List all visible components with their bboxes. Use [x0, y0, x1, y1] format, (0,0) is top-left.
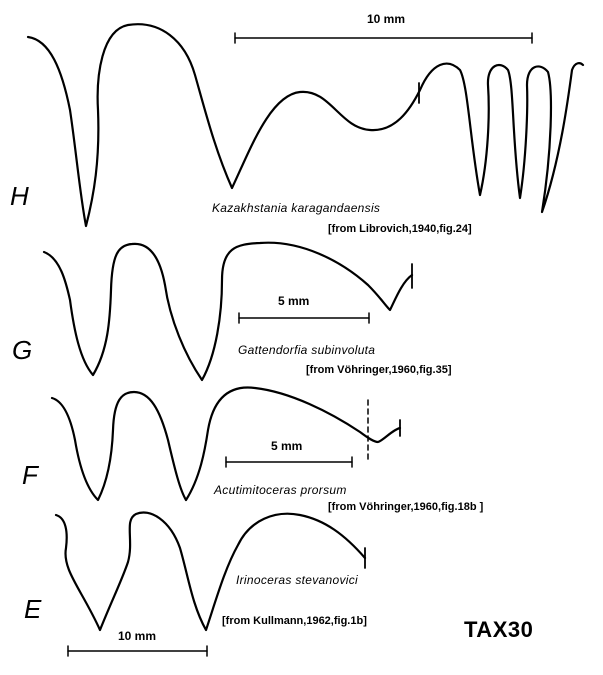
species-name-f: Acutimitoceras prorsum	[214, 483, 347, 497]
source-citation-f: [from Vöhringer,1960,fig.18b ]	[328, 501, 484, 513]
suture-line-e	[54, 511, 367, 632]
species-name-h: Kazakhstania karagandaensis	[212, 201, 381, 215]
species-name-g: Gattendorfia subinvoluta	[238, 343, 376, 357]
suture-line-g	[42, 241, 414, 382]
source-citation-h: [from Librovich,1940,fig.24]	[328, 223, 472, 235]
scale-label-e: 10 mm	[118, 629, 157, 643]
scale-bar-e	[67, 645, 208, 657]
scale-bar-h	[234, 32, 533, 44]
source-citation-g: [from Vöhringer,1960,fig.35]	[306, 364, 452, 376]
scale-bar-f	[225, 456, 353, 468]
scale-label-f: 5 mm	[271, 439, 303, 453]
suture-letter-e: E	[24, 594, 42, 624]
suture-letter-h: H	[10, 181, 29, 211]
suture-letter-g: G	[12, 335, 33, 365]
scale-bar-g	[238, 312, 370, 324]
suture-letter-f: F	[22, 460, 38, 490]
species-name-e: Irinoceras stevanovici	[236, 573, 358, 587]
scale-label-g: 5 mm	[278, 294, 310, 308]
source-citation-e: [from Kullmann,1962,fig.1b]	[222, 615, 367, 627]
suture-line-h	[26, 23, 585, 228]
suture-line-f	[50, 386, 402, 502]
scale-label-h: 10 mm	[367, 12, 406, 26]
figure-code: TAX30	[464, 617, 534, 642]
